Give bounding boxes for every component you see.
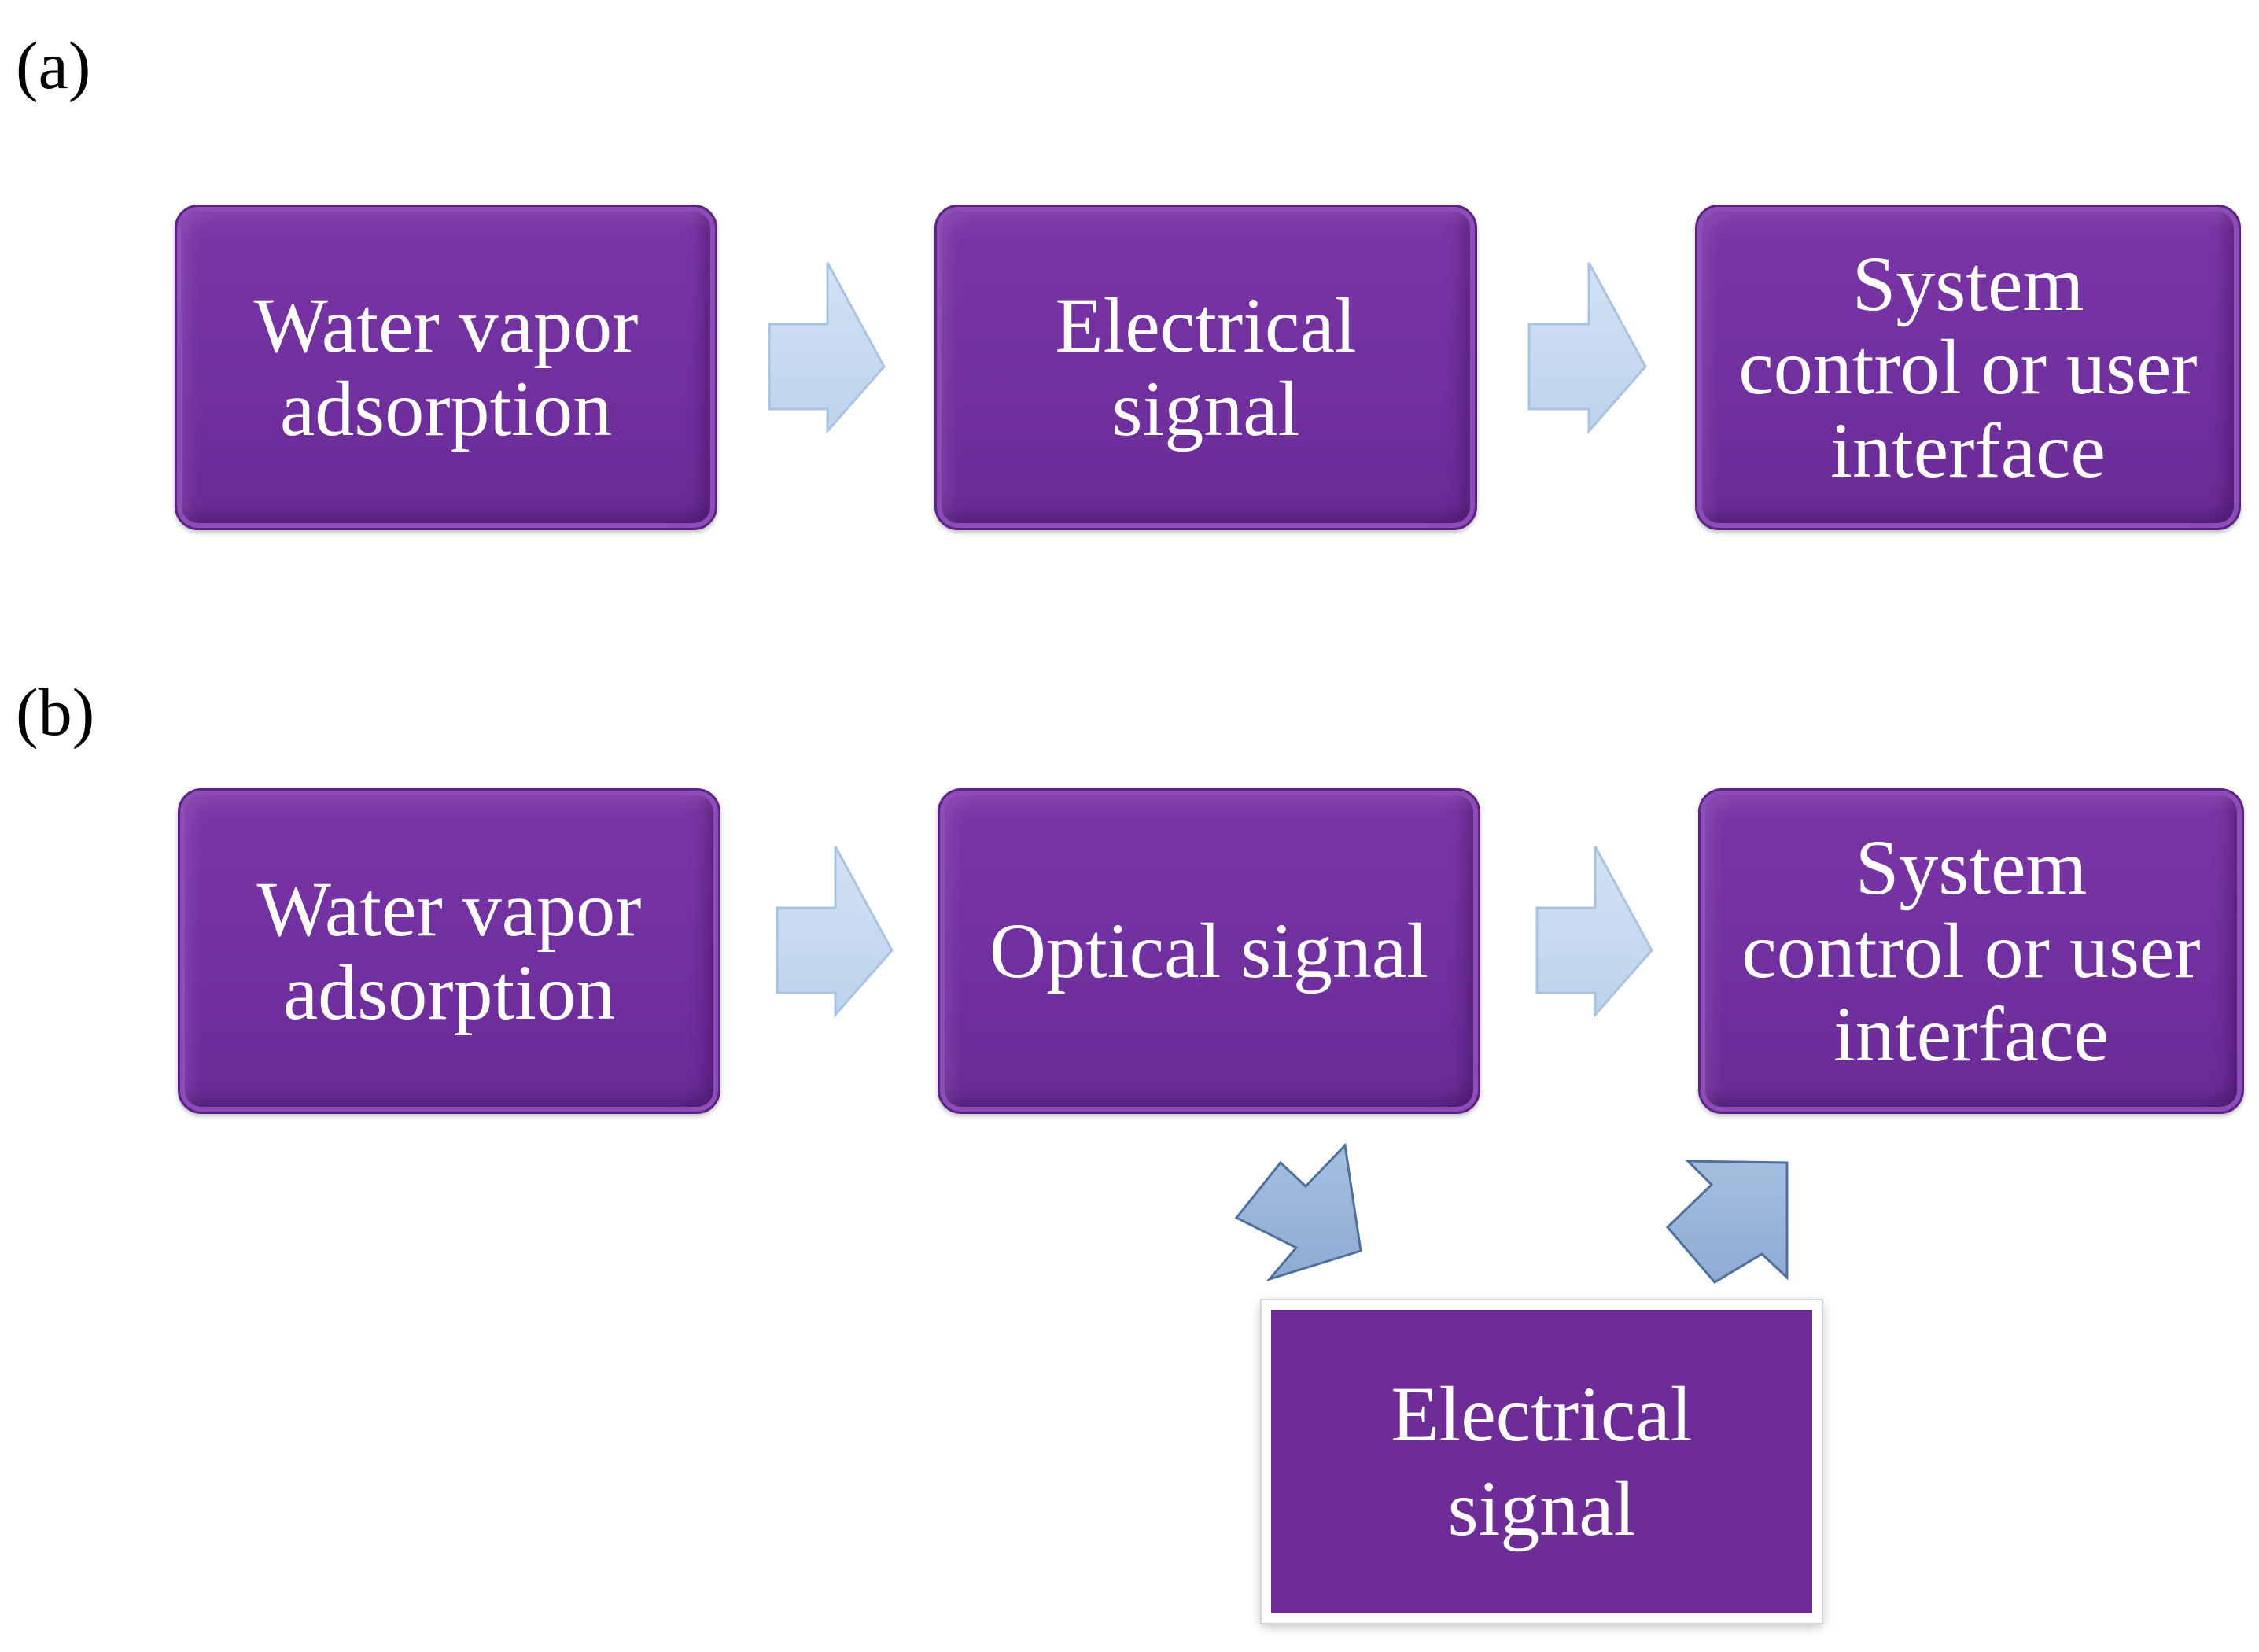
arrow-right-icon bbox=[776, 846, 894, 1018]
panel-b-optical-signal-box: Optical signal bbox=[938, 788, 1480, 1114]
box-label: Water vapor adsorption bbox=[253, 282, 639, 452]
panel-a-label: (a) bbox=[16, 28, 91, 103]
panel-b-electrical-signal-box: Electrical signal bbox=[1262, 1300, 1822, 1623]
arrow-right-icon bbox=[1535, 846, 1653, 1018]
arrow-down-right-icon bbox=[1234, 1142, 1362, 1281]
box-label: System control or user interface bbox=[1741, 824, 2201, 1078]
panel-a-system-control-box: System control or user interface bbox=[1695, 205, 2241, 530]
box-label: System control or user interface bbox=[1738, 240, 2198, 494]
arrow-right-icon bbox=[768, 262, 886, 434]
box-label: Water vapor adsorption bbox=[256, 865, 642, 1036]
panel-b-water-vapor-box: Water vapor adsorption bbox=[178, 788, 720, 1114]
box-label: Electrical signal bbox=[1391, 1370, 1693, 1552]
arrow-up-right-icon bbox=[1665, 1160, 1789, 1284]
panel-b-system-control-box: System control or user interface bbox=[1698, 788, 2244, 1114]
panel-a-electrical-signal-box: Electrical signal bbox=[934, 205, 1477, 530]
arrow-right-icon bbox=[1527, 262, 1647, 434]
panel-a-water-vapor-box: Water vapor adsorption bbox=[175, 205, 717, 530]
box-label: Electrical signal bbox=[1055, 282, 1357, 452]
panel-b-label: (b) bbox=[16, 674, 95, 750]
box-label: Optical signal bbox=[989, 907, 1429, 994]
